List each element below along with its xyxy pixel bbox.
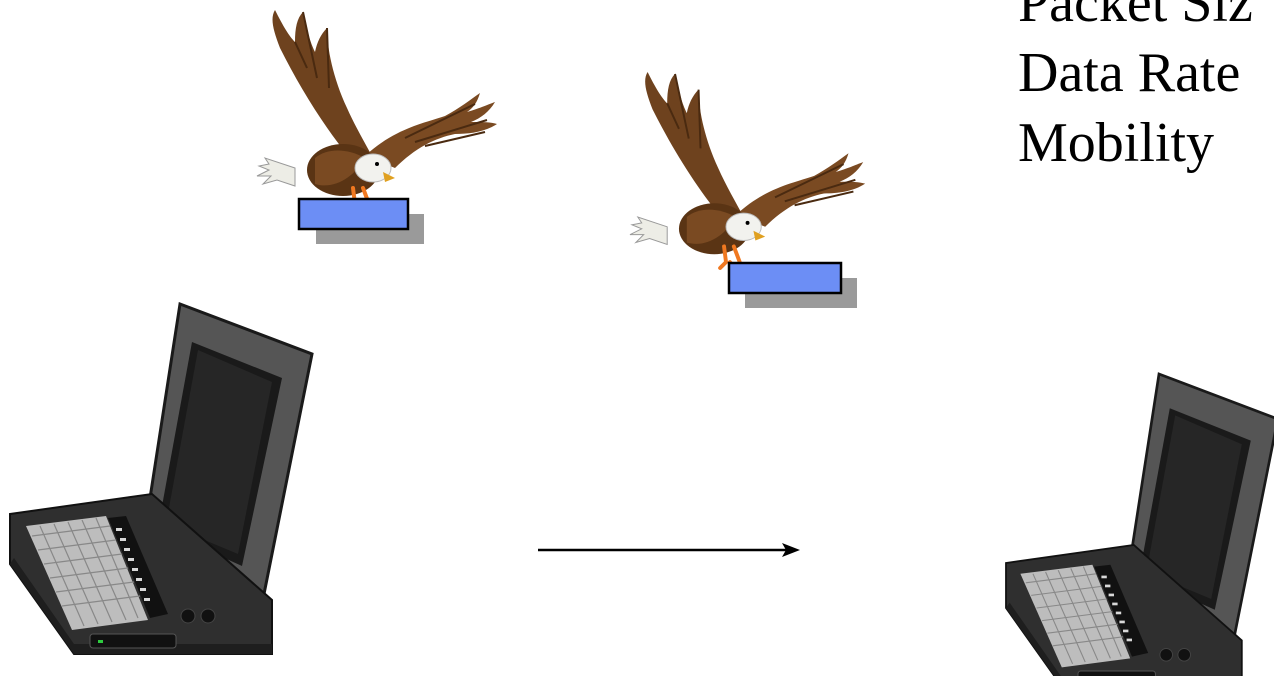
packet-2-icon — [729, 263, 857, 308]
laptop-sender-icon — [10, 304, 312, 654]
eagle-1-icon — [257, 10, 497, 212]
eagle-2-icon — [630, 72, 865, 270]
packet-1-icon — [299, 199, 424, 244]
direction-arrow-icon — [538, 543, 800, 557]
label-mobility: Mobility — [1018, 108, 1253, 178]
label-packet-size: Packet Siz — [1018, 0, 1253, 38]
laptop-receiver-icon — [1006, 374, 1274, 676]
label-data-rate: Data Rate — [1018, 38, 1253, 108]
property-list: Packet Siz Data Rate Mobility — [1018, 0, 1253, 178]
